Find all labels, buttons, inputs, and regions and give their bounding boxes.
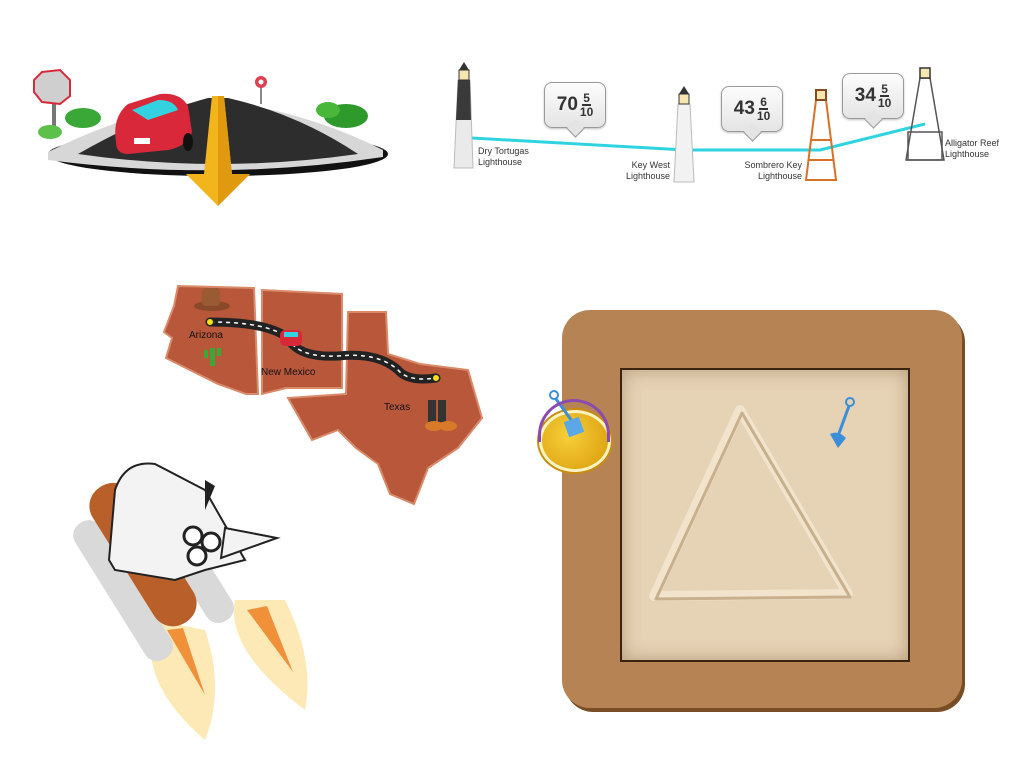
lighthouse-label: Alligator Reef Lighthouse xyxy=(945,138,1000,159)
cowboy-hat-icon xyxy=(194,288,230,311)
shovel-icon[interactable] xyxy=(828,396,858,450)
car-icon xyxy=(280,330,302,346)
states-map xyxy=(162,284,484,506)
lighthouse-label: Sombrero Key Lighthouse xyxy=(744,160,802,181)
triangle-drawing xyxy=(649,405,853,601)
state-label-new-mexico: New Mexico xyxy=(261,367,316,378)
sandbox xyxy=(562,310,967,715)
sand-area[interactable] xyxy=(620,368,910,662)
road-scene xyxy=(28,62,388,212)
boots-icon xyxy=(425,400,457,431)
down-arrow-icon xyxy=(186,96,250,206)
lighthouse-label: Dry Tortugas Lighthouse xyxy=(478,146,529,167)
trail-line xyxy=(453,62,945,183)
lighthouse-label: Key West Lighthouse xyxy=(625,160,670,181)
lighthouse-icon xyxy=(673,86,695,183)
shuttle-illustration xyxy=(73,462,308,740)
state-label-arizona: Arizona xyxy=(189,330,223,341)
road-illustration xyxy=(33,68,388,206)
lighthouse-icon xyxy=(804,89,838,181)
state-label-texas: Texas xyxy=(384,402,411,413)
lighthouse-trail: Dry Tortugas Lighthouse Key West Lightho… xyxy=(440,60,1020,190)
car-icon xyxy=(115,93,193,154)
cactus-icon xyxy=(204,348,221,366)
space-shuttle xyxy=(55,450,335,750)
lighthouse-icon xyxy=(905,67,945,161)
route-map: Arizona New Mexico Texas xyxy=(158,278,488,510)
lighthouse-icon xyxy=(453,62,474,169)
bucket-tool-button[interactable] xyxy=(538,390,611,472)
